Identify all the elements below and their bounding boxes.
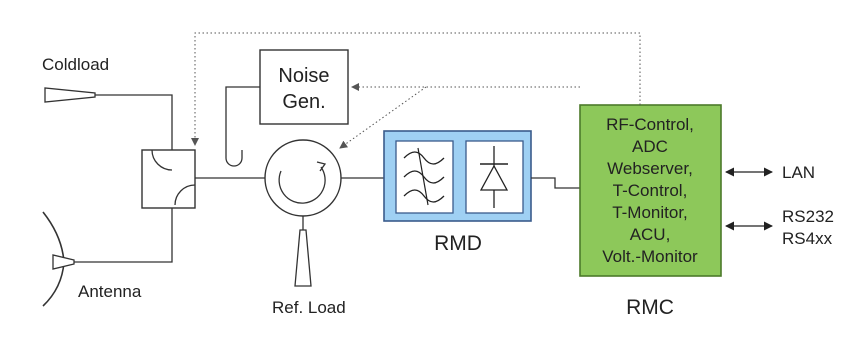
rmd-label: RMD	[434, 232, 482, 255]
circulator-icon	[264, 139, 342, 217]
rmc-block	[579, 104, 722, 277]
rs232-label: RS232	[782, 207, 834, 226]
noise-generator-box	[259, 49, 349, 125]
rmd-to-rmc-wire	[531, 177, 580, 189]
coldload-wire	[95, 94, 173, 150]
antenna-dish-icon	[42, 211, 75, 307]
detector-diode-icon	[465, 140, 524, 214]
control-line-to-switch	[191, 32, 641, 146]
rmc-function-1: ADC	[632, 137, 668, 156]
noise-gen-label-line1: Noise	[278, 65, 329, 87]
noise-gen-coupler-wire	[225, 86, 260, 167]
coldload-horn-icon	[44, 87, 96, 103]
antenna-wire	[74, 208, 173, 263]
rmc-function-4: T-Monitor,	[612, 203, 688, 222]
coldload-label: Coldload	[42, 55, 109, 74]
rmc-function-5: ACU,	[630, 225, 671, 244]
rs4xx-label: RS4xx	[782, 229, 833, 248]
lan-label: LAN	[782, 163, 815, 182]
rf-switch-icon	[141, 149, 196, 209]
rmc-function-2: Webserver,	[607, 159, 693, 178]
rmc-function-0: RF-Control,	[606, 115, 694, 134]
ref-load-label: Ref. Load	[272, 298, 346, 317]
rmc-function-3: T-Control,	[613, 181, 688, 200]
rmc-function-6: Volt.-Monitor	[602, 247, 698, 266]
rmc-label: RMC	[626, 296, 674, 319]
filter-bank-icon	[395, 140, 454, 214]
noise-gen-label-line2: Gen.	[282, 91, 325, 113]
control-line-to-circulator	[339, 86, 427, 149]
antenna-label: Antenna	[78, 282, 142, 301]
reference-load-icon	[294, 229, 312, 287]
